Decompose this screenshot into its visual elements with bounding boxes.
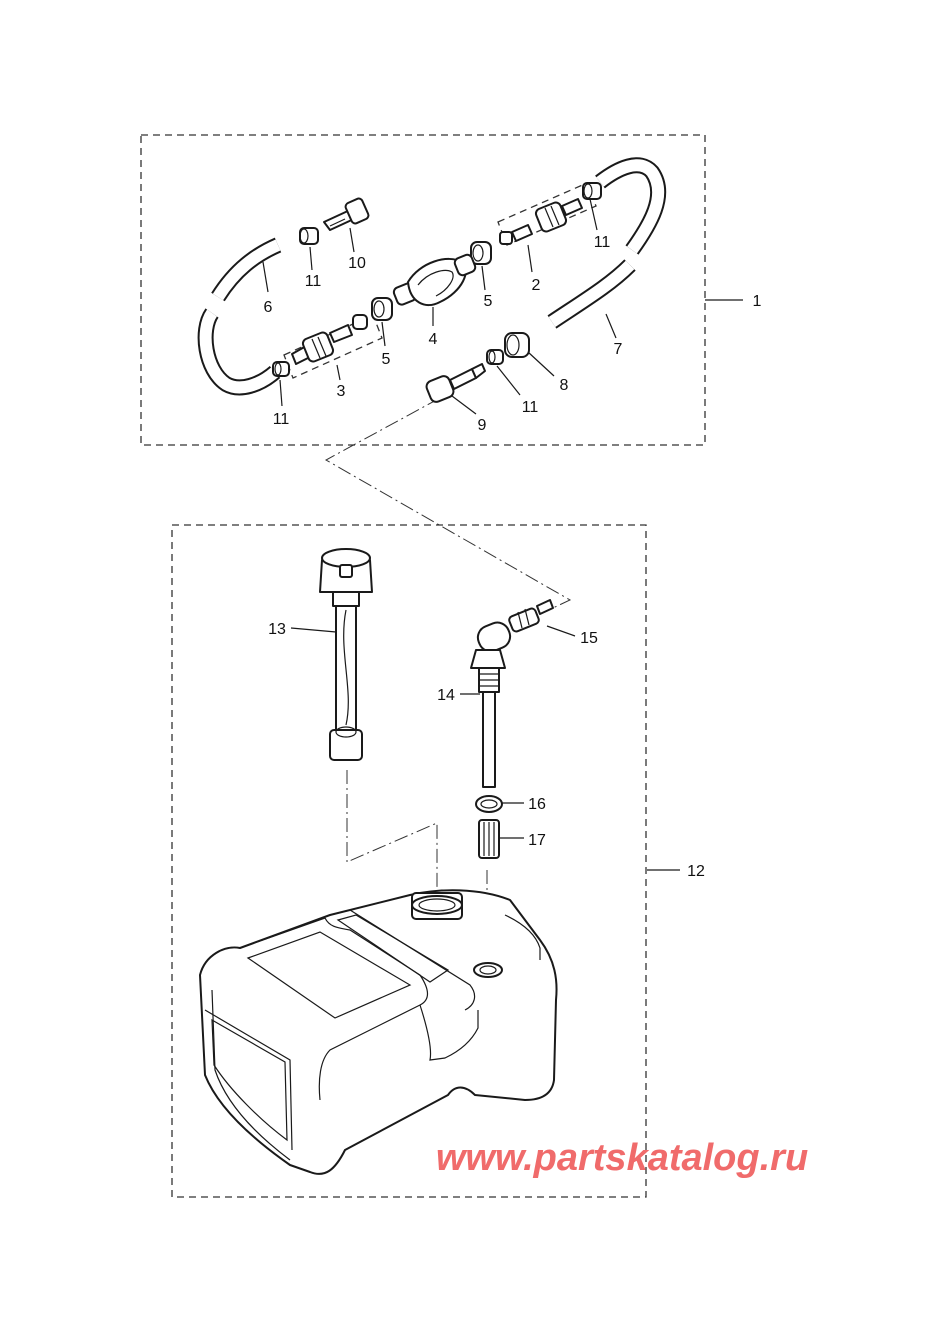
callout-1: 1 [753, 293, 762, 310]
connector-3 [291, 314, 368, 365]
callout-11-top: 11 [305, 273, 322, 290]
callout-5a: 5 [382, 351, 391, 368]
callout-10: 10 [348, 255, 366, 272]
link-line-gauge [346, 770, 438, 900]
fuel-tank-assembly-box [171, 524, 647, 1198]
leader-lines [262, 198, 743, 871]
clamp-11-top [299, 227, 319, 245]
fuel-tank-12 [199, 889, 558, 1175]
callout-17: 17 [528, 832, 546, 849]
callout-9: 9 [478, 417, 487, 434]
connector-subassembly-box-2 [497, 182, 597, 246]
callout-13: 13 [268, 621, 286, 638]
fitting-10 [323, 197, 370, 231]
callout-3: 3 [337, 383, 346, 400]
callout-11-right: 11 [594, 234, 611, 251]
callout-11-left: 11 [273, 411, 290, 428]
ring-5-right [470, 241, 492, 265]
callout-16: 16 [528, 796, 546, 813]
ring-5-left [371, 297, 393, 321]
callout-15: 15 [580, 630, 598, 647]
clamp-11-left [272, 361, 290, 377]
callout-8: 8 [560, 377, 569, 394]
clamp-11-sub2 [499, 231, 513, 245]
watermark-text: www.partskatalog.ru [436, 1137, 808, 1179]
callout-7: 7 [614, 341, 623, 358]
primer-bulb-4 [392, 253, 477, 307]
o-ring-16 [475, 795, 503, 813]
callout-4: 4 [429, 331, 438, 348]
hose-6 [197, 237, 282, 396]
sleeve-8 [504, 332, 530, 358]
fuel-line-assembly-box [140, 134, 706, 446]
callout-6: 6 [264, 299, 273, 316]
connector-2 [511, 198, 583, 242]
callout-14: 14 [437, 687, 455, 704]
callout-12: 12 [687, 863, 705, 880]
filter-17 [478, 819, 500, 859]
clamp-11-bottom [486, 349, 504, 365]
callout-11-bottom: 11 [522, 399, 539, 416]
connector-9 [425, 363, 486, 403]
clamp-11-right-top [582, 182, 602, 200]
fuel-gauge-13 [319, 548, 373, 761]
callout-5b: 5 [484, 293, 493, 310]
hose-7 [547, 157, 667, 329]
fuel-pickup-14 [470, 621, 512, 788]
nipple-15 [508, 599, 554, 633]
callout-2: 2 [532, 277, 541, 294]
link-line-connector [324, 397, 572, 615]
